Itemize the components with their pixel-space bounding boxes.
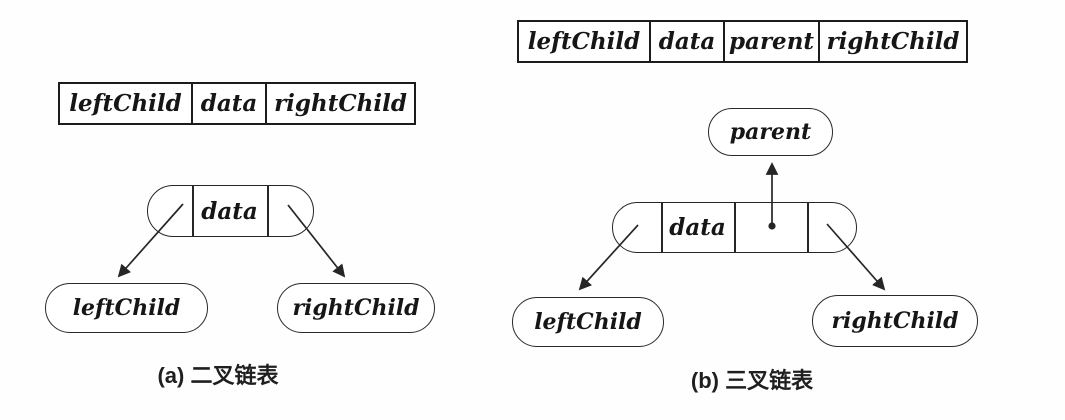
node-field-divider [807,203,809,252]
table-cell-leftchild: leftChild [519,22,651,61]
caption-a: (a) 二叉链表 [157,363,279,388]
left-child-node-a: leftChild [45,283,208,333]
node-structure-table-b: leftChild data parent rightChild [517,20,968,63]
node-field-divider [192,186,194,236]
table-cell-data: data [651,22,725,61]
node-structure-table-a: leftChild data rightChild [58,82,416,125]
node-field-divider [661,203,663,252]
node-data-field: data [201,197,258,225]
right-child-node-a: rightChild [277,283,435,333]
caption-b: (b) 三叉链表 [690,368,814,393]
node-field-divider [267,186,269,236]
tree-node-b: data [612,202,857,253]
node-data-field: data [669,214,726,241]
right-child-node-b: rightChild [812,295,978,347]
node-field-divider [734,203,736,252]
table-cell-rightchild: rightChild [274,90,407,117]
parent-node-b: parent [708,108,833,156]
left-child-node-b: leftChild [512,297,664,347]
table-cell-leftchild: leftChild [60,84,193,123]
table-cell-data: data [193,84,267,123]
tree-node-a: data [147,185,314,237]
table-cell-rightchild: rightChild [826,28,960,55]
table-cell-parent: parent [725,22,820,61]
